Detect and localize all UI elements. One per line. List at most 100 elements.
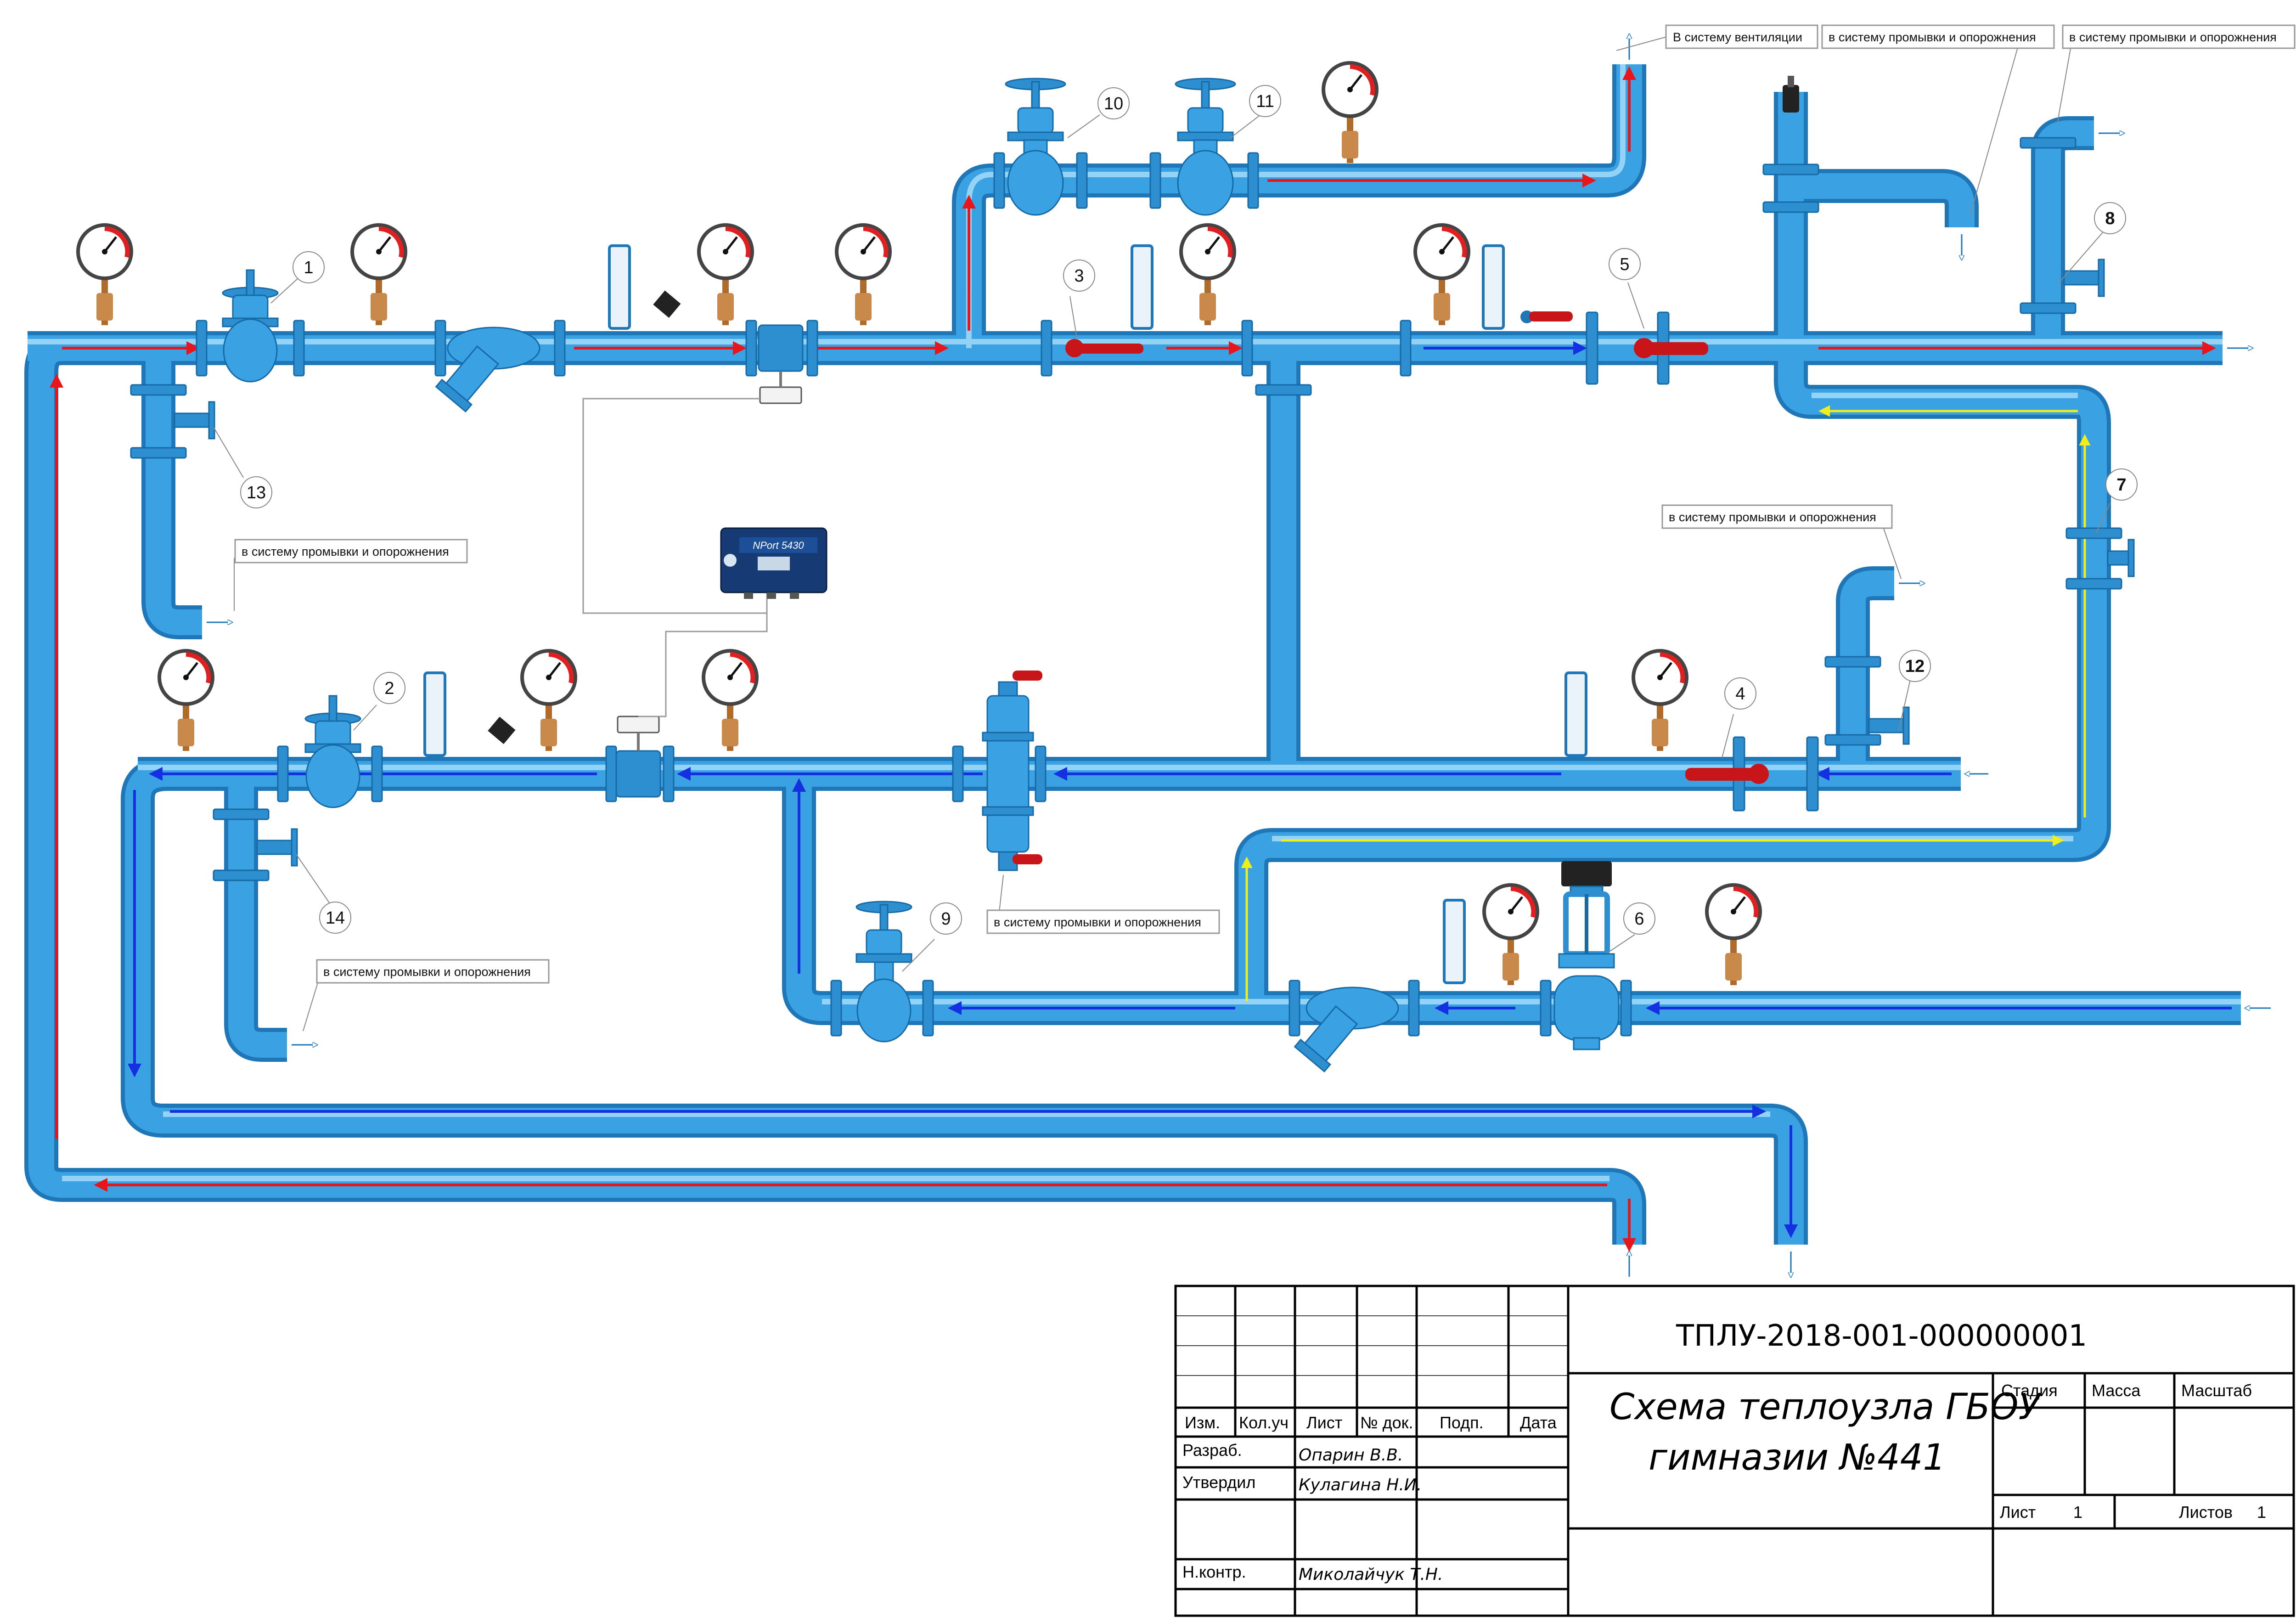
callout-2 — [373, 672, 405, 704]
note-flush-13: в систему промывки и опорожнения — [242, 545, 449, 558]
thermometer-icon — [1443, 899, 1466, 984]
callout-13-label: 13 — [247, 483, 266, 502]
note-boxes — [234, 24, 2296, 984]
note-labels: В систему вентиляции в систему промывки … — [242, 30, 2277, 979]
pressure-gauge-icon — [835, 223, 892, 325]
callout-8-label: 8 — [2105, 209, 2115, 228]
header-izm: Изм. — [1185, 1413, 1220, 1432]
callout-10-label: 10 — [1104, 94, 1123, 113]
sheet-value: 1 — [2073, 1503, 2082, 1522]
role-utverdil: Утвердил — [1182, 1473, 1255, 1492]
pressure-gauge-icon — [1482, 883, 1539, 985]
callout-11 — [1249, 85, 1281, 117]
pressure-gauge-icon — [1705, 883, 1762, 985]
pressure-gauge-icon — [1322, 61, 1379, 163]
strainer-bottom — [1294, 987, 1399, 1073]
signal-wiring — [582, 398, 768, 717]
thermometer-icon — [423, 671, 446, 757]
callout-6 — [1623, 902, 1655, 935]
pressure-gauge-icon — [350, 223, 407, 325]
sheets-value: 1 — [2257, 1503, 2266, 1522]
role-nkontr: Н.контр. — [1182, 1562, 1246, 1581]
air-vent — [1783, 76, 1799, 113]
header-data: Дата — [1520, 1413, 1557, 1432]
gate-valve-1[interactable] — [222, 269, 279, 383]
callout-12 — [1899, 650, 1931, 682]
note-flush-top1: в систему промывки и опорожнения — [1829, 30, 2036, 44]
thermometer-icon — [608, 244, 631, 330]
strainer-top — [435, 327, 540, 413]
pressure-gauges — [76, 61, 1762, 985]
title-line-1: Схема теплоузла ГБОУ — [1609, 1387, 2042, 1428]
header-podp: Подп. — [1440, 1413, 1484, 1432]
title-block-text: ТПЛУ-2018-001-000000001 Схема теплоузла … — [1182, 1319, 2266, 1584]
temperature-sensors — [488, 290, 681, 744]
note-flush-mid: в систему промывки и опорожнения — [994, 915, 1201, 929]
ball-valve-5[interactable] — [1520, 310, 1708, 358]
callout-11-label: 11 — [1256, 92, 1274, 111]
ball-valve-3[interactable] — [1065, 339, 1143, 357]
pressure-gauge-icon — [1413, 223, 1470, 325]
ball-valve-4[interactable] — [1685, 764, 1769, 784]
header-list: Лист — [1306, 1413, 1342, 1432]
gate-valve-11[interactable] — [1175, 78, 1236, 216]
callout-labels: 1 2 3 4 5 6 7 8 9 10 11 12 13 14 — [247, 92, 2127, 929]
drain-valves[interactable] — [174, 259, 2135, 867]
callout-2-label: 2 — [384, 679, 394, 698]
callout-3-label: 3 — [1074, 266, 1084, 286]
name-razrab: Опарин В.В. — [1299, 1446, 1403, 1465]
callout-1-label: 1 — [304, 258, 313, 277]
gate-valve-10[interactable] — [1005, 78, 1066, 216]
title-line-2: гимназии №441 — [1649, 1437, 1946, 1478]
callout-5 — [1609, 248, 1641, 280]
thermometer-icon — [1564, 671, 1587, 757]
callout-13 — [240, 476, 272, 508]
callout-3 — [1063, 259, 1095, 292]
control-valve-6[interactable] — [1553, 861, 1620, 1050]
callout-9 — [930, 902, 962, 935]
name-utverdil: Кулагина Н.И. — [1299, 1476, 1422, 1494]
bypass-top-pipe — [952, 64, 1646, 348]
flow-arrows — [50, 66, 2232, 1252]
nport-label: NPort 5430 — [753, 540, 804, 551]
gate-valve-2[interactable] — [304, 695, 361, 808]
callout-10 — [1097, 87, 1130, 119]
sheet-label: Лист — [2000, 1503, 2036, 1522]
callout-4-label: 4 — [1735, 684, 1745, 704]
callout-9-label: 9 — [941, 909, 951, 929]
callout-4 — [1724, 677, 1756, 710]
pipe-highlight-layer — [28, 64, 2241, 1181]
name-nkontr: Миколайчук Т.Н. — [1299, 1565, 1443, 1584]
pressure-gauge-icon — [1632, 649, 1688, 751]
pressure-gauge-icon — [1179, 223, 1236, 325]
callout-14 — [319, 902, 351, 934]
nport-device: NPort 5430 — [720, 527, 827, 599]
title-block-thin-lines — [1176, 1315, 1568, 1376]
callout-14-label: 14 — [326, 908, 345, 928]
pressure-gauge-icon — [697, 223, 754, 325]
doc-code: ТПЛУ-2018-001-000000001 — [1676, 1319, 2087, 1353]
callout-7-label: 7 — [2116, 475, 2126, 495]
thermometer-icon — [1482, 244, 1505, 330]
pressure-gauge-icon — [158, 649, 214, 751]
title-block — [1174, 1285, 2295, 1617]
sheets-label: Листов — [2179, 1503, 2233, 1522]
flowmeter-middle — [615, 716, 661, 798]
pipe-outlets — [207, 34, 2271, 1277]
mass-header: Масса — [2092, 1381, 2141, 1400]
pressure-gauge-icon — [520, 649, 577, 751]
thermometers — [423, 244, 1587, 984]
header-kol: Кол.уч — [1239, 1413, 1289, 1432]
stage-header: Стадия — [2001, 1381, 2058, 1400]
pressure-gauge-icon — [702, 649, 759, 751]
callout-12-label: 12 — [1905, 657, 1925, 676]
note-flush-top2: в систему промывки и опорожнения — [2069, 30, 2277, 44]
thermometer-icon — [1131, 244, 1154, 330]
gate-valve-9[interactable] — [855, 901, 912, 1043]
dirt-separator — [982, 671, 1042, 871]
note-flush-right: в систему промывки и опорожнения — [1669, 510, 1876, 524]
callout-8 — [2094, 202, 2126, 234]
flowmeter-top — [758, 324, 804, 404]
note-ventilation: В систему вентиляции — [1673, 30, 1802, 44]
header-ndoc: № док. — [1360, 1413, 1413, 1432]
